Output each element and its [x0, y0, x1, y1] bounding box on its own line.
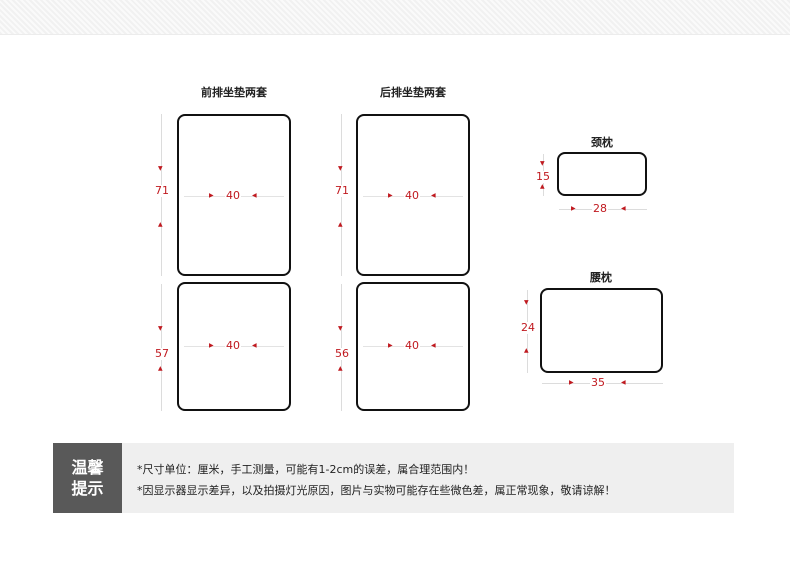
arrow-left-icon: ◀	[252, 192, 257, 199]
arrow-up-icon: ▲	[158, 365, 163, 372]
waist-width-label: 35	[590, 376, 606, 389]
rear-bottom-height-guide	[341, 284, 342, 411]
arrow-down-icon: ▼	[158, 165, 163, 172]
rear-bottom-height-label: 56	[334, 347, 350, 360]
arrow-left-icon: ◀	[621, 205, 626, 212]
header-band	[0, 0, 790, 35]
tip-label: 温馨 提示	[53, 443, 122, 513]
front-cushion-title: 前排坐垫两套	[201, 86, 267, 99]
tip-line-color: *因显示器显示差异，以及拍摄灯光原因，图片与实物可能存在些微色差，属正常现象，敬…	[137, 484, 616, 497]
rear-top-height-label: 71	[334, 184, 350, 197]
neck-width-label: 28	[592, 202, 608, 215]
front-top-height-label: 71	[154, 184, 170, 197]
arrow-down-icon: ▼	[338, 325, 343, 332]
arrow-up-icon: ▲	[540, 183, 545, 190]
arrow-down-icon: ▼	[524, 299, 529, 306]
arrow-right-icon: ▶	[388, 192, 393, 199]
arrow-down-icon: ▼	[158, 325, 163, 332]
waist-height-label: 24	[520, 321, 536, 334]
arrow-up-icon: ▲	[338, 221, 343, 228]
arrow-up-icon: ▲	[158, 221, 163, 228]
waist-pillow	[540, 288, 663, 373]
arrow-right-icon: ▶	[209, 342, 214, 349]
arrow-right-icon: ▶	[209, 192, 214, 199]
rear-bottom-width-label: 40	[404, 339, 420, 352]
arrow-left-icon: ◀	[431, 192, 436, 199]
arrow-right-icon: ▶	[388, 342, 393, 349]
arrow-left-icon: ◀	[431, 342, 436, 349]
tip-label-line2: 提示	[71, 479, 104, 498]
arrow-down-icon: ▼	[540, 160, 545, 167]
arrow-right-icon: ▶	[571, 205, 576, 212]
tip-label-line1: 温馨	[71, 458, 104, 477]
arrow-down-icon: ▼	[338, 165, 343, 172]
front-bottom-height-label: 57	[154, 347, 170, 360]
front-bottom-height-guide	[161, 284, 162, 411]
rear-cushion-title: 后排坐垫两套	[380, 86, 446, 99]
arrow-up-icon: ▲	[338, 365, 343, 372]
rear-top-width-label: 40	[404, 189, 420, 202]
tip-line-size: *尺寸单位：厘米，手工测量，可能有1-2cm的误差，属合理范围内！	[137, 463, 475, 476]
tip-panel: 温馨 提示 *尺寸单位：厘米，手工测量，可能有1-2cm的误差，属合理范围内！ …	[53, 443, 734, 513]
waist-pillow-title: 腰枕	[590, 271, 612, 284]
arrow-up-icon: ▲	[524, 347, 529, 354]
front-top-width-label: 40	[225, 189, 241, 202]
arrow-left-icon: ◀	[252, 342, 257, 349]
arrow-left-icon: ◀	[621, 379, 626, 386]
front-bottom-width-label: 40	[225, 339, 241, 352]
arrow-right-icon: ▶	[569, 379, 574, 386]
neck-pillow	[557, 152, 647, 196]
neck-height-label: 15	[535, 170, 551, 183]
neck-pillow-title: 颈枕	[591, 136, 613, 149]
